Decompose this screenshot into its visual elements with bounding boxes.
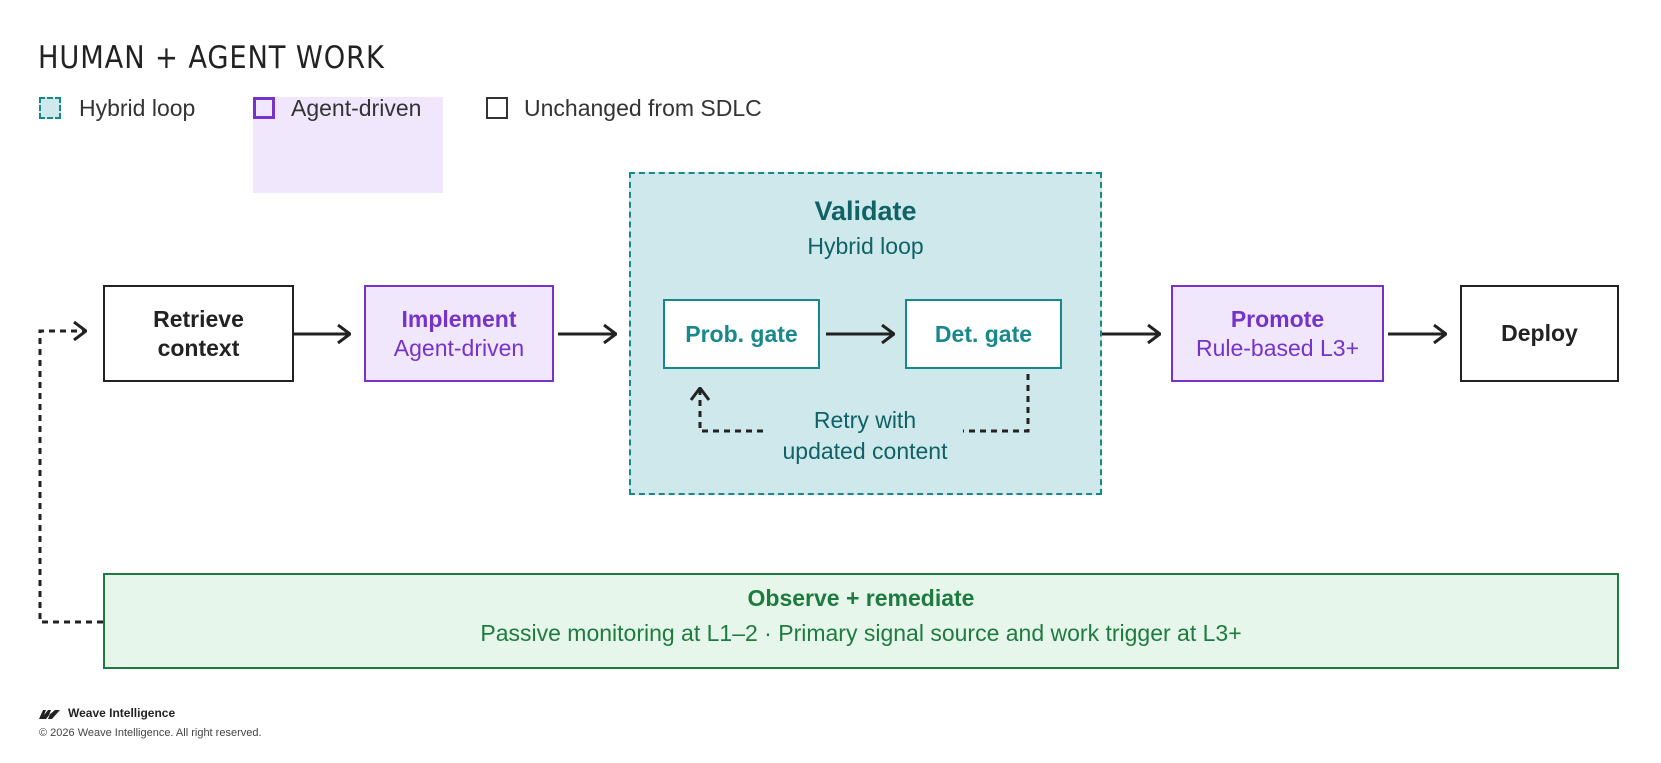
copyright: © 2026 Weave Intelligence. All right res… [39, 727, 262, 739]
promote-subtitle: Rule-based L3+ [1195, 334, 1360, 361]
page-title: HUMAN + AGENT WORK [38, 40, 385, 76]
observe-title: Observe + remediate [747, 585, 975, 611]
observe-description: Passive monitoring at L1–2 · Primary sig… [480, 620, 1242, 646]
validate-subtitle: Hybrid loop [807, 233, 924, 259]
legend-swatch-unchanged [486, 97, 508, 119]
retry-loop-connector [963, 374, 1030, 433]
retry-label-line2: updated content [782, 438, 948, 465]
node-deploy: Deploy [1460, 285, 1619, 382]
brand-name: Weave Intelligence [68, 706, 176, 720]
retry-loop-return [700, 388, 763, 433]
prob-gate: Prob. gate [663, 299, 820, 369]
weave-logo-icon [39, 710, 60, 719]
legend-label-hybrid: Hybrid loop [79, 95, 196, 121]
promote-title: Promote [1230, 306, 1325, 333]
deploy-title: Deploy [1501, 320, 1578, 347]
retry-label-line1: Retry with [813, 407, 917, 433]
observe-feedback-connector [38, 331, 103, 624]
legend-label-agent: Agent-driven [291, 95, 422, 121]
det-gate: Det. gate [905, 299, 1062, 369]
legend-label-unchanged: Unchanged from SDLC [524, 95, 762, 121]
node-promote: Promote Rule-based L3+ [1171, 285, 1384, 382]
validate-title: Validate [814, 196, 917, 226]
observe-container [103, 573, 1619, 669]
implement-subtitle: Agent-driven [393, 334, 525, 361]
legend-swatch-hybrid [39, 97, 61, 119]
node-retrieve-context: Retrieve context [103, 285, 294, 382]
legend-swatch-agent [253, 97, 275, 119]
retry-label: Retry with updated content [760, 405, 970, 467]
implement-title: Implement [401, 306, 517, 333]
retrieve-line2: context [157, 334, 240, 361]
node-implement: Implement Agent-driven [364, 285, 554, 382]
legend-highlight [253, 97, 443, 193]
retrieve-line1: Retrieve [153, 306, 244, 333]
